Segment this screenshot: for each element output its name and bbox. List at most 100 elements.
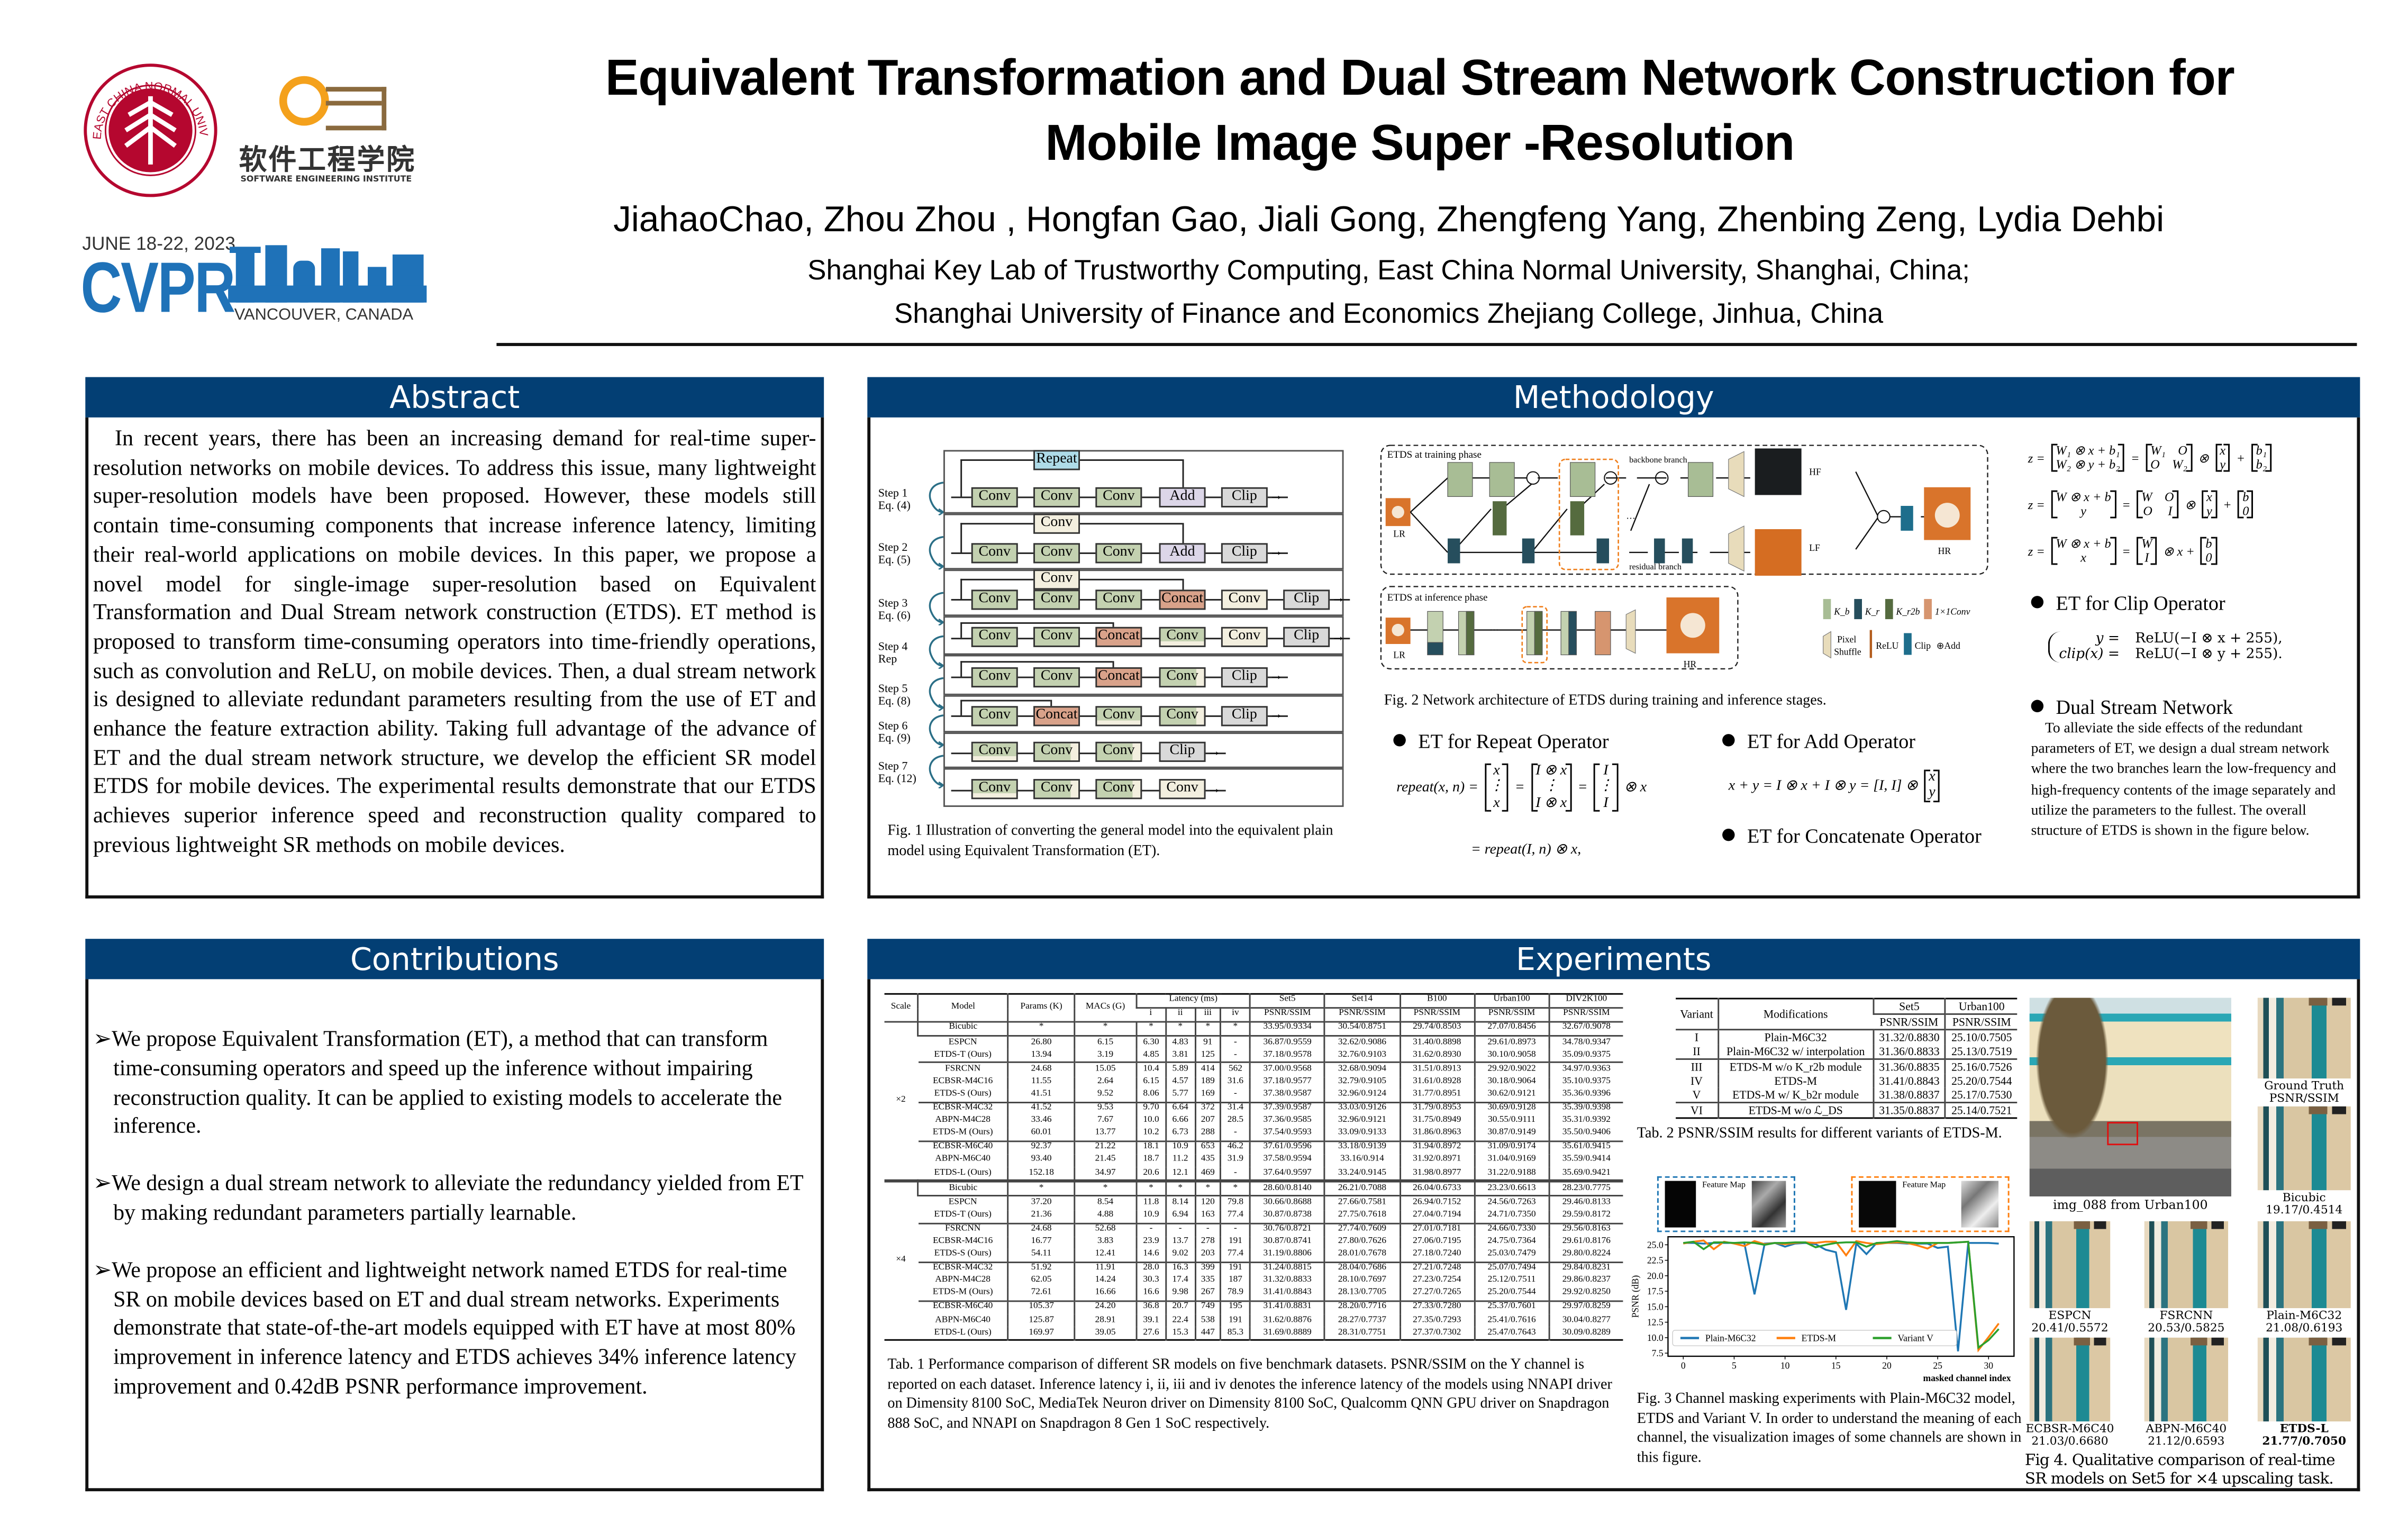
table-cell: 37.18/0.9577 bbox=[1249, 1076, 1325, 1089]
block-conv: Conv bbox=[1095, 486, 1142, 507]
header-divider bbox=[496, 343, 2357, 346]
table-cell: ETDS-M (Ours) bbox=[932, 1128, 993, 1138]
block-conv: Conv bbox=[1033, 666, 1080, 687]
svg-text:LR: LR bbox=[1393, 649, 1405, 660]
table-cell: 31.41/0.8843 bbox=[1249, 1288, 1325, 1302]
step-name: Step 4 bbox=[878, 639, 908, 654]
bullet-icon bbox=[1722, 828, 1735, 841]
table-cell: 30.3 bbox=[1135, 1275, 1166, 1289]
table-cell: 203 bbox=[1194, 1249, 1221, 1263]
arrow-icon: → bbox=[1331, 628, 1346, 643]
table-cell: 27.21/0.7248 bbox=[1398, 1261, 1475, 1276]
matrix-entry: x bbox=[1493, 763, 1500, 779]
residual-branch-label: residual branch bbox=[1629, 563, 1682, 572]
poster-title-line1: Equivalent Transformation and Dual Strea… bbox=[605, 49, 2235, 106]
table-cell: 31.36/0.8835 bbox=[1872, 1058, 1946, 1074]
crop-method-name: FSRCNN bbox=[2159, 1308, 2213, 1322]
table-cell: 105.37 bbox=[1007, 1300, 1075, 1315]
matrix-entry: W₂ bbox=[2172, 458, 2187, 472]
table-cell: 120 bbox=[1194, 1195, 1221, 1210]
table-cell: 16.77 bbox=[1007, 1236, 1075, 1249]
crop-score: 21.08/0.6193 bbox=[2266, 1320, 2343, 1335]
table-cell: ETDS-T (Ours) bbox=[934, 1050, 992, 1059]
block-conv: Conv bbox=[971, 486, 1018, 507]
table-cell: ETDS-S (Ours) bbox=[934, 1089, 992, 1099]
legend-label: Plain-M6C32 bbox=[1705, 1332, 1756, 1343]
figure-1-caption: Fig. 1 Illustration of converting the ge… bbox=[887, 822, 1333, 859]
matrix-entry: x bbox=[2080, 551, 2086, 565]
table-cell: ECBSR-M4C16 bbox=[932, 1076, 993, 1086]
table-cell: ETDS-M w/o K_r2b module bbox=[1717, 1058, 1873, 1074]
experiments-header: Experiments bbox=[867, 939, 2360, 979]
series-line-variant-v bbox=[1683, 1240, 2000, 1349]
table-cell: 25.41/0.7616 bbox=[1473, 1314, 1549, 1328]
matrix-entry: b₁ bbox=[2256, 443, 2267, 458]
table-cell: 10.9 bbox=[1165, 1140, 1195, 1155]
feature-map-image bbox=[1665, 1181, 1696, 1228]
table-cell: - bbox=[1220, 1088, 1250, 1102]
table-cell: 191 bbox=[1220, 1261, 1250, 1276]
table-cell: 11.8 bbox=[1135, 1195, 1166, 1210]
connector-line bbox=[1080, 459, 1183, 461]
table-cell: - bbox=[1165, 1222, 1195, 1237]
table-cell: 30.18/0.9064 bbox=[1473, 1076, 1549, 1089]
table-cell: 24.68 bbox=[1007, 1062, 1075, 1076]
table-cell: 4.88 bbox=[1073, 1209, 1137, 1223]
table-cell: 27.06/0.7195 bbox=[1398, 1236, 1475, 1249]
connector-line bbox=[1182, 459, 1184, 487]
branch-block-conv: Conv bbox=[1033, 513, 1080, 534]
lr-image-icon bbox=[1385, 498, 1411, 527]
connector-line bbox=[960, 661, 962, 677]
connector-line bbox=[960, 661, 1113, 663]
block-clip: Clip bbox=[1283, 627, 1330, 647]
table-cell: 16.66 bbox=[1073, 1288, 1137, 1302]
methodology-header: Methodology bbox=[867, 377, 2360, 418]
repeat-equation: repeat(x, n) =x⋮x=I ⊗ x⋮I ⊗ x=I⋮I⊗ x bbox=[1393, 763, 1650, 813]
svg-text:HR: HR bbox=[1684, 659, 1697, 669]
block-concat: Concat bbox=[1095, 627, 1142, 647]
step-equation: Eq. (6) bbox=[878, 608, 911, 622]
table-cell: 29.74/0.8503 bbox=[1398, 1021, 1475, 1037]
contributions-section: ➢We propose Equivalent Transformation (E… bbox=[85, 979, 824, 1492]
block-conv: Conv bbox=[1159, 666, 1206, 687]
equation-term: = bbox=[1514, 780, 1525, 796]
matrix-row: x bbox=[1489, 764, 1504, 780]
table-cell: 27.04/0.7194 bbox=[1398, 1209, 1475, 1223]
clip-case-lhs: y = bbox=[2095, 631, 2120, 647]
table-cell: 30.76/0.8721 bbox=[1249, 1222, 1325, 1237]
table-cell: 187 bbox=[1220, 1275, 1250, 1289]
block-conv: Conv bbox=[1095, 588, 1142, 610]
connector-line bbox=[1182, 523, 1184, 542]
table-cell: 24.56/0.7263 bbox=[1473, 1195, 1549, 1210]
header-metric: PSNR/SSIM bbox=[1249, 1008, 1325, 1023]
table-cell: 653 bbox=[1194, 1140, 1221, 1155]
header-dataset: Urban100 bbox=[1473, 994, 1549, 1009]
inference-phase-label: ETDS at inference phase bbox=[1387, 592, 1488, 603]
matrix-entry: x bbox=[1493, 796, 1500, 812]
header-variant: Variant bbox=[1676, 999, 1719, 1031]
dual-stream-text: To alleviate the side effects of the red… bbox=[2031, 721, 2336, 840]
header-model: Model bbox=[917, 994, 1008, 1023]
table-cell: 29.86/0.8237 bbox=[1548, 1275, 1623, 1289]
table-cell: ETDS-L (Ours) bbox=[934, 1328, 992, 1337]
matrix-row: W bbox=[2141, 537, 2152, 551]
table-cell: 30.87/0.8738 bbox=[1249, 1209, 1325, 1223]
table-cell: 31.79/0.8953 bbox=[1398, 1101, 1475, 1116]
table-cell: II bbox=[1693, 1044, 1701, 1058]
table-cell: 21.45 bbox=[1073, 1155, 1137, 1167]
connector-line bbox=[951, 751, 1226, 753]
x-tick-label: 30 bbox=[1984, 1360, 1994, 1371]
table-cell: 207 bbox=[1194, 1115, 1221, 1128]
matrix-row: I bbox=[1598, 796, 1613, 812]
matrix-entry: ⋮ bbox=[1489, 779, 1504, 795]
branch-block-conv: Conv bbox=[1033, 569, 1080, 590]
table-cell: 54.11 bbox=[1007, 1249, 1075, 1263]
